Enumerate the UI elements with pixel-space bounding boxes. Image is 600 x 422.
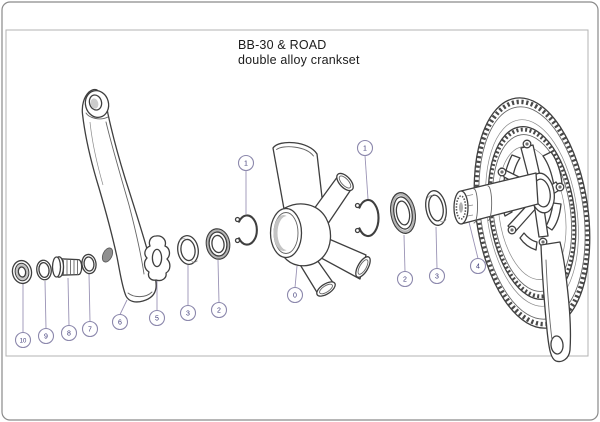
spindle	[453, 172, 539, 225]
callout-spindle-crankset: 4	[469, 257, 487, 275]
drive-crankset-drawing	[453, 97, 591, 363]
svg-text:2: 2	[403, 277, 407, 284]
inner-border	[5, 29, 589, 357]
drive-crank-arm	[540, 241, 572, 363]
callout-spacer-ring: 9	[37, 327, 55, 345]
callout-snap-ring-right: 1	[356, 139, 374, 157]
svg-text:1: 1	[363, 146, 367, 153]
snap-ring-right-drawing	[354, 198, 380, 238]
callout-wave-washer-right: 3	[428, 267, 446, 285]
svg-text:3: 3	[435, 274, 439, 281]
wave-washer-left-drawing	[177, 235, 199, 265]
crank-arm-shadow	[101, 247, 114, 263]
title-line-2: double alloy crankset	[238, 53, 360, 67]
svg-text:10: 10	[20, 338, 27, 344]
callout-preload-adjuster: 8	[60, 324, 78, 342]
callout-wave-washer-left: 3	[179, 304, 197, 322]
svg-text:1: 1	[244, 161, 248, 168]
spacer-ring-drawing	[36, 259, 52, 281]
bb-shell-drawing	[269, 141, 371, 297]
svg-text:8: 8	[67, 331, 71, 338]
wave-washer-right-drawing	[425, 190, 447, 226]
svg-text:5: 5	[155, 316, 159, 323]
svg-text:2: 2	[217, 308, 221, 315]
safety-plate-drawing	[143, 235, 171, 282]
svg-text:4: 4	[476, 264, 480, 271]
svg-text:6: 6	[118, 320, 122, 327]
left-crank-arm-drawing	[81, 88, 157, 303]
svg-text:7: 7	[88, 327, 92, 334]
leader-lines	[22, 155, 479, 333]
callout-snap-ring-left: 1	[237, 154, 255, 172]
snap-ring-left-drawing	[234, 214, 258, 246]
svg-text:0: 0	[293, 293, 297, 300]
callouts: 10 9 8 7 6 5 3	[14, 139, 487, 349]
callout-left-crank-arm: 6	[111, 313, 129, 331]
diagram-title: BB-30 & ROAD double alloy crankset	[238, 38, 360, 68]
callout-bearing-left: 2	[210, 301, 228, 319]
callout-crank-bolt: 10	[14, 331, 32, 349]
svg-text:9: 9	[44, 334, 48, 341]
callout-bb-shell: 0	[286, 286, 304, 304]
chainring-bolts	[497, 139, 565, 247]
bearing-right-drawing	[390, 192, 416, 234]
bearing-left-drawing	[205, 228, 231, 260]
crank-bolt-drawing	[11, 259, 33, 285]
preload-adjuster-drawing	[51, 256, 83, 278]
title-line-1: BB-30 & ROAD	[238, 38, 327, 52]
washer-drawing	[81, 253, 97, 275]
svg-text:3: 3	[186, 311, 190, 318]
callout-bearing-right: 2	[396, 270, 414, 288]
callout-safety-plate: 5	[148, 309, 166, 327]
callout-washer: 7	[81, 320, 99, 338]
